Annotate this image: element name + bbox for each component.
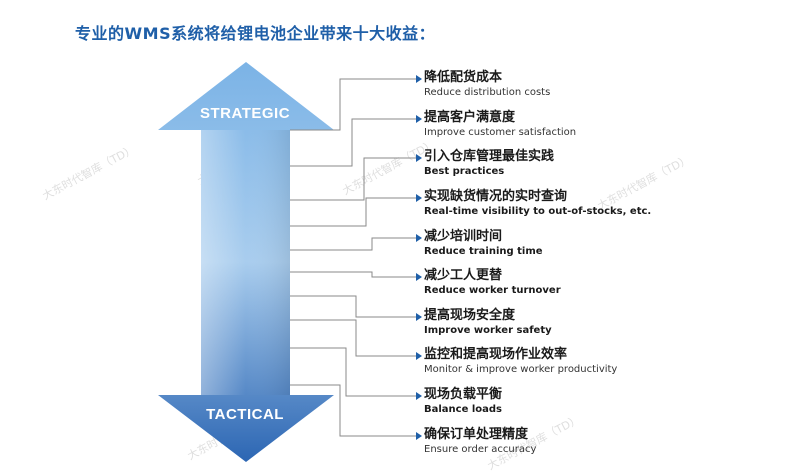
- benefit-item: 提高现场安全度 Improve worker safety: [424, 308, 552, 337]
- connector-line: [290, 237, 418, 251]
- benefit-title-en: Monitor & improve worker productivity: [424, 364, 618, 375]
- connector-line: [290, 319, 418, 357]
- benefit-title-zh: 提高现场安全度: [424, 308, 516, 323]
- connector-line: [290, 271, 418, 278]
- strategic-label: STRATEGIC: [200, 105, 290, 122]
- watermarks: 大东时代智库（TD） 大东时代智库（TD） 大东时代智库（TD） 大东时代智库（…: [40, 127, 693, 473]
- benefit-title-en: Improve customer satisfaction: [424, 127, 577, 138]
- benefit-title-en: Improve worker safety: [424, 325, 552, 336]
- connector-line: [290, 347, 418, 397]
- benefit-title-zh: 确保订单处理精度: [424, 427, 529, 442]
- benefit-title-en: Ensure order accuracy: [424, 444, 537, 455]
- benefit-title-en: Reduce training time: [424, 246, 543, 257]
- benefit-title-zh: 减少培训时间: [424, 229, 503, 244]
- connector-line: [290, 118, 418, 167]
- connector-line: [290, 197, 418, 227]
- benefit-item: 引入仓库管理最佳实践 Best practices: [424, 149, 554, 178]
- bullet-marker: [416, 313, 422, 321]
- bullet-marker: [416, 154, 422, 162]
- bullet-marker: [416, 273, 422, 281]
- bullet-marker: [416, 352, 422, 360]
- watermark-3: 大东时代智库（TD）: [340, 137, 438, 198]
- connector-lines: [290, 78, 418, 437]
- watermark-1: 大东时代智库（TD）: [40, 142, 138, 203]
- connector-line: [290, 78, 418, 131]
- benefit-title-zh: 引入仓库管理最佳实践: [424, 149, 555, 164]
- bullet-marker: [416, 432, 422, 440]
- benefit-item: 实现缺货情况的实时查询 Real-time visibility to out-o…: [424, 189, 651, 218]
- tactical-label: TACTICAL: [206, 406, 284, 423]
- benefit-item: 监控和提高现场作业效率 Monitor & improve worker prod…: [424, 347, 617, 376]
- benefit-item: 确保订单处理精度 Ensure order accuracy: [424, 427, 536, 456]
- benefit-title-zh: 监控和提高现场作业效率: [424, 347, 568, 362]
- benefit-title-zh: 降低配货成本: [424, 70, 503, 85]
- connector-line: [290, 295, 418, 318]
- benefit-item: 减少培训时间 Reduce training time: [424, 229, 543, 258]
- connector-line: [290, 384, 418, 437]
- bullet-marker: [416, 115, 422, 123]
- bullet-marker: [416, 75, 422, 83]
- bullet-marker: [416, 194, 422, 202]
- benefit-title-en: Best practices: [424, 166, 505, 177]
- bullets: [416, 75, 422, 440]
- bullet-marker: [416, 234, 422, 242]
- benefit-item: 减少工人更替 Reduce worker turnover: [424, 268, 561, 297]
- page-title: 专业的WMS系统将给锂电池企业带来十大收益：: [75, 24, 436, 43]
- benefit-title-zh: 提高客户满意度: [424, 110, 516, 125]
- benefit-title-zh: 实现缺货情况的实时查询: [424, 189, 568, 204]
- benefit-title-zh: 现场负载平衡: [424, 387, 503, 402]
- bullet-marker: [416, 392, 422, 400]
- benefit-title-en: Reduce distribution costs: [424, 87, 551, 98]
- connector-line: [290, 157, 418, 201]
- benefit-title-en: Reduce worker turnover: [424, 285, 561, 296]
- benefit-item: 现场负载平衡 Balance loads: [424, 387, 502, 416]
- benefit-title-en: Real-time visibility to out-of-stocks, e…: [424, 206, 652, 217]
- benefit-title-en: Balance loads: [424, 404, 503, 415]
- benefit-item: 降低配货成本 Reduce distribution costs: [424, 70, 550, 99]
- benefit-title-zh: 减少工人更替: [424, 268, 503, 283]
- benefit-item: 提高客户满意度 Improve customer satisfaction: [424, 110, 576, 139]
